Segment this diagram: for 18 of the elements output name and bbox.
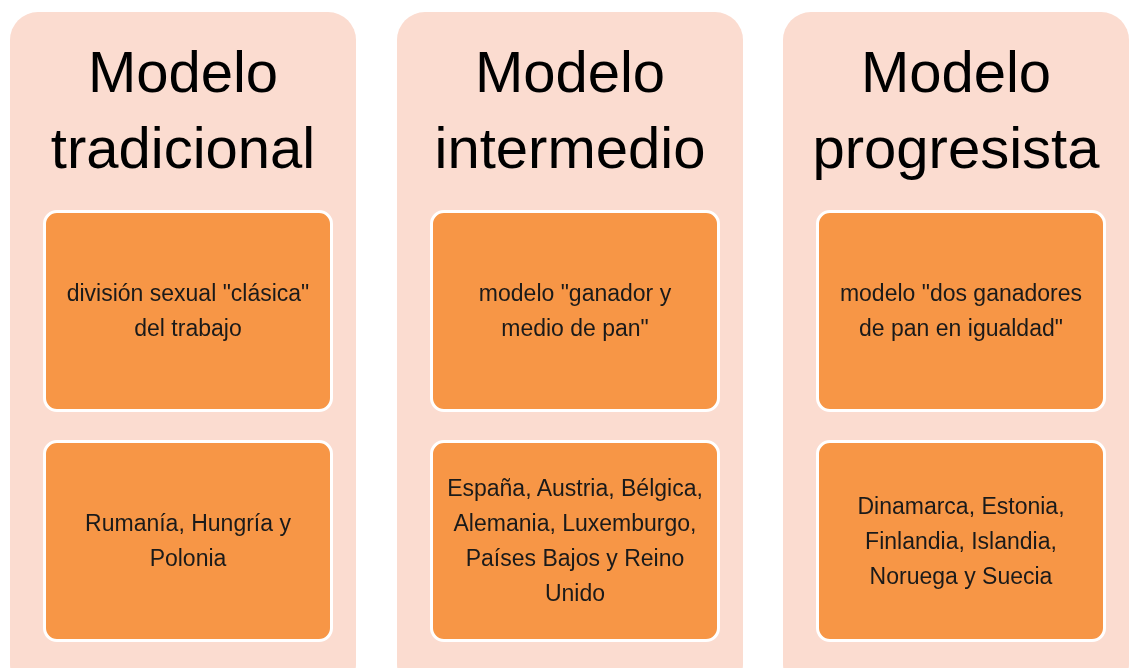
- box-text: Rumanía, Hungría y Polonia: [84, 509, 292, 573]
- text-box: [43, 440, 333, 642]
- column-panel: [783, 12, 1129, 668]
- column-heading: Modelo progresista: [811, 38, 1101, 182]
- column-heading: Modelo intermedio: [433, 38, 707, 182]
- text-box: [43, 210, 333, 412]
- text-box: [430, 210, 720, 412]
- box-text: división sexual "clásica" del trabajo: [65, 279, 311, 343]
- text-box: [430, 440, 720, 642]
- box-text: España, Austria, Bélgica, Alemania, Luxemburgo, Países Bajos y Reino Unido: [446, 474, 704, 608]
- box-text: modelo "dos ganadores de pan en igualdad": [838, 279, 1084, 343]
- column-panel: [10, 12, 356, 668]
- column-heading: Modelo tradicional: [49, 38, 317, 182]
- box-text: modelo "ganador y medio de pan": [477, 279, 673, 343]
- text-box: [816, 210, 1106, 412]
- column-panel: [397, 12, 743, 668]
- box-text: Dinamarca, Estonia, Finlandia, Islandia, Noruega y Suecia: [856, 491, 1066, 591]
- text-box: [816, 440, 1106, 642]
